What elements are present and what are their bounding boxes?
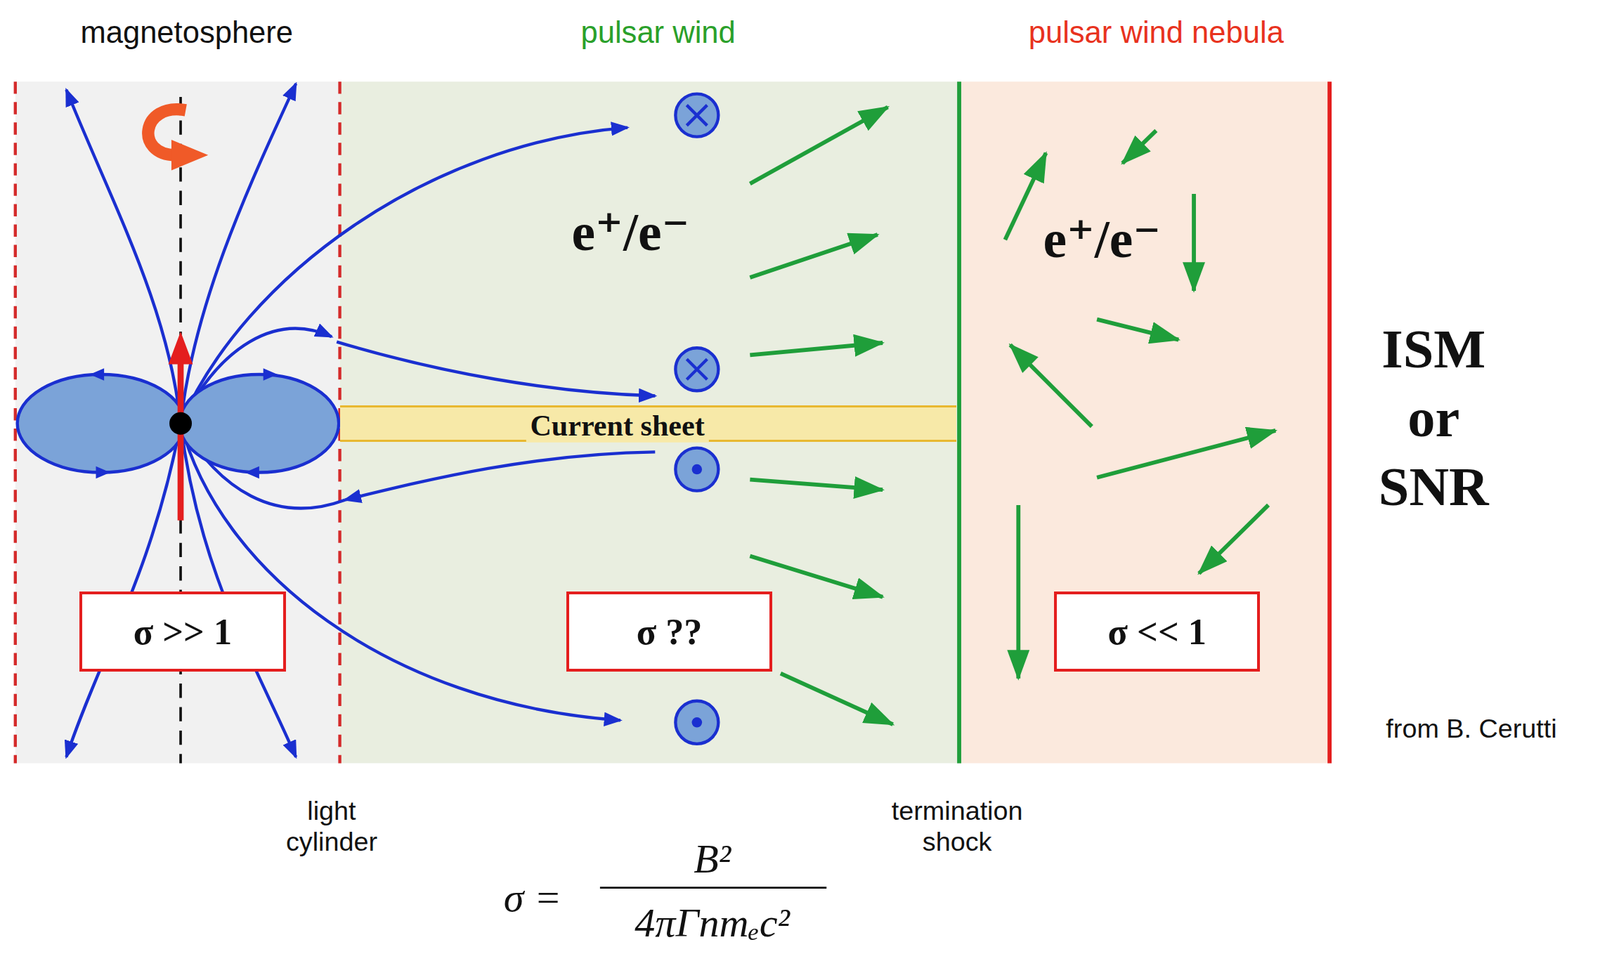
formula-numerator: B² bbox=[693, 835, 731, 883]
sigma-box: σ >> 1 bbox=[79, 591, 286, 672]
boundary-label: light cylinder bbox=[285, 796, 378, 858]
credit-note: from B. Cerutti bbox=[1385, 714, 1557, 745]
termination-shock-line bbox=[957, 81, 962, 764]
pulsar bbox=[169, 412, 192, 435]
pair-plasma-label: e⁺/e⁻ bbox=[571, 202, 691, 264]
nebula-ground bbox=[959, 81, 1330, 764]
closed-field-lobe bbox=[179, 374, 340, 473]
rotation-arrow-head bbox=[171, 139, 208, 171]
sigma-value: σ ?? bbox=[636, 610, 703, 653]
sigma-box: σ << 1 bbox=[1054, 591, 1260, 672]
surroundings-label: ISM or SNR bbox=[1378, 314, 1489, 522]
magnetic-moment-head bbox=[168, 331, 194, 364]
formula-denominator: 4πΓnmₑc² bbox=[634, 900, 790, 948]
current-sheet-band: Current sheet bbox=[340, 405, 957, 442]
magnetic-moment bbox=[177, 356, 185, 520]
pulsar-wind-region: pulsar winde⁺/e⁻Current sheetσ ?? bbox=[340, 81, 960, 764]
sigma-value: σ >> 1 bbox=[133, 610, 232, 653]
region-heading: pulsar wind bbox=[580, 14, 736, 50]
magnetosphere-region: magnetosphereσ >> 1 bbox=[15, 81, 341, 764]
formula-part: σ = bbox=[503, 874, 562, 922]
band-label: Current sheet bbox=[525, 408, 709, 442]
magnetosphere-ground bbox=[15, 81, 341, 764]
lobe-arrows bbox=[89, 368, 278, 479]
nebula-region: pulsar wind nebulae⁺/e⁻σ << 1 bbox=[959, 81, 1330, 764]
nebula-border bbox=[1327, 81, 1332, 764]
boundary-label: termination shock bbox=[891, 796, 1024, 858]
sigma-box: σ ?? bbox=[566, 591, 773, 672]
pair-plasma-label: e⁺/e⁻ bbox=[1042, 209, 1161, 271]
wind-ground bbox=[340, 81, 960, 764]
closed-field-lobe bbox=[17, 374, 185, 473]
region-heading: magnetosphere bbox=[80, 14, 294, 50]
fraction-bar bbox=[600, 886, 827, 889]
region-heading: pulsar wind nebula bbox=[1028, 14, 1284, 50]
sigma-value: σ << 1 bbox=[1108, 610, 1207, 653]
